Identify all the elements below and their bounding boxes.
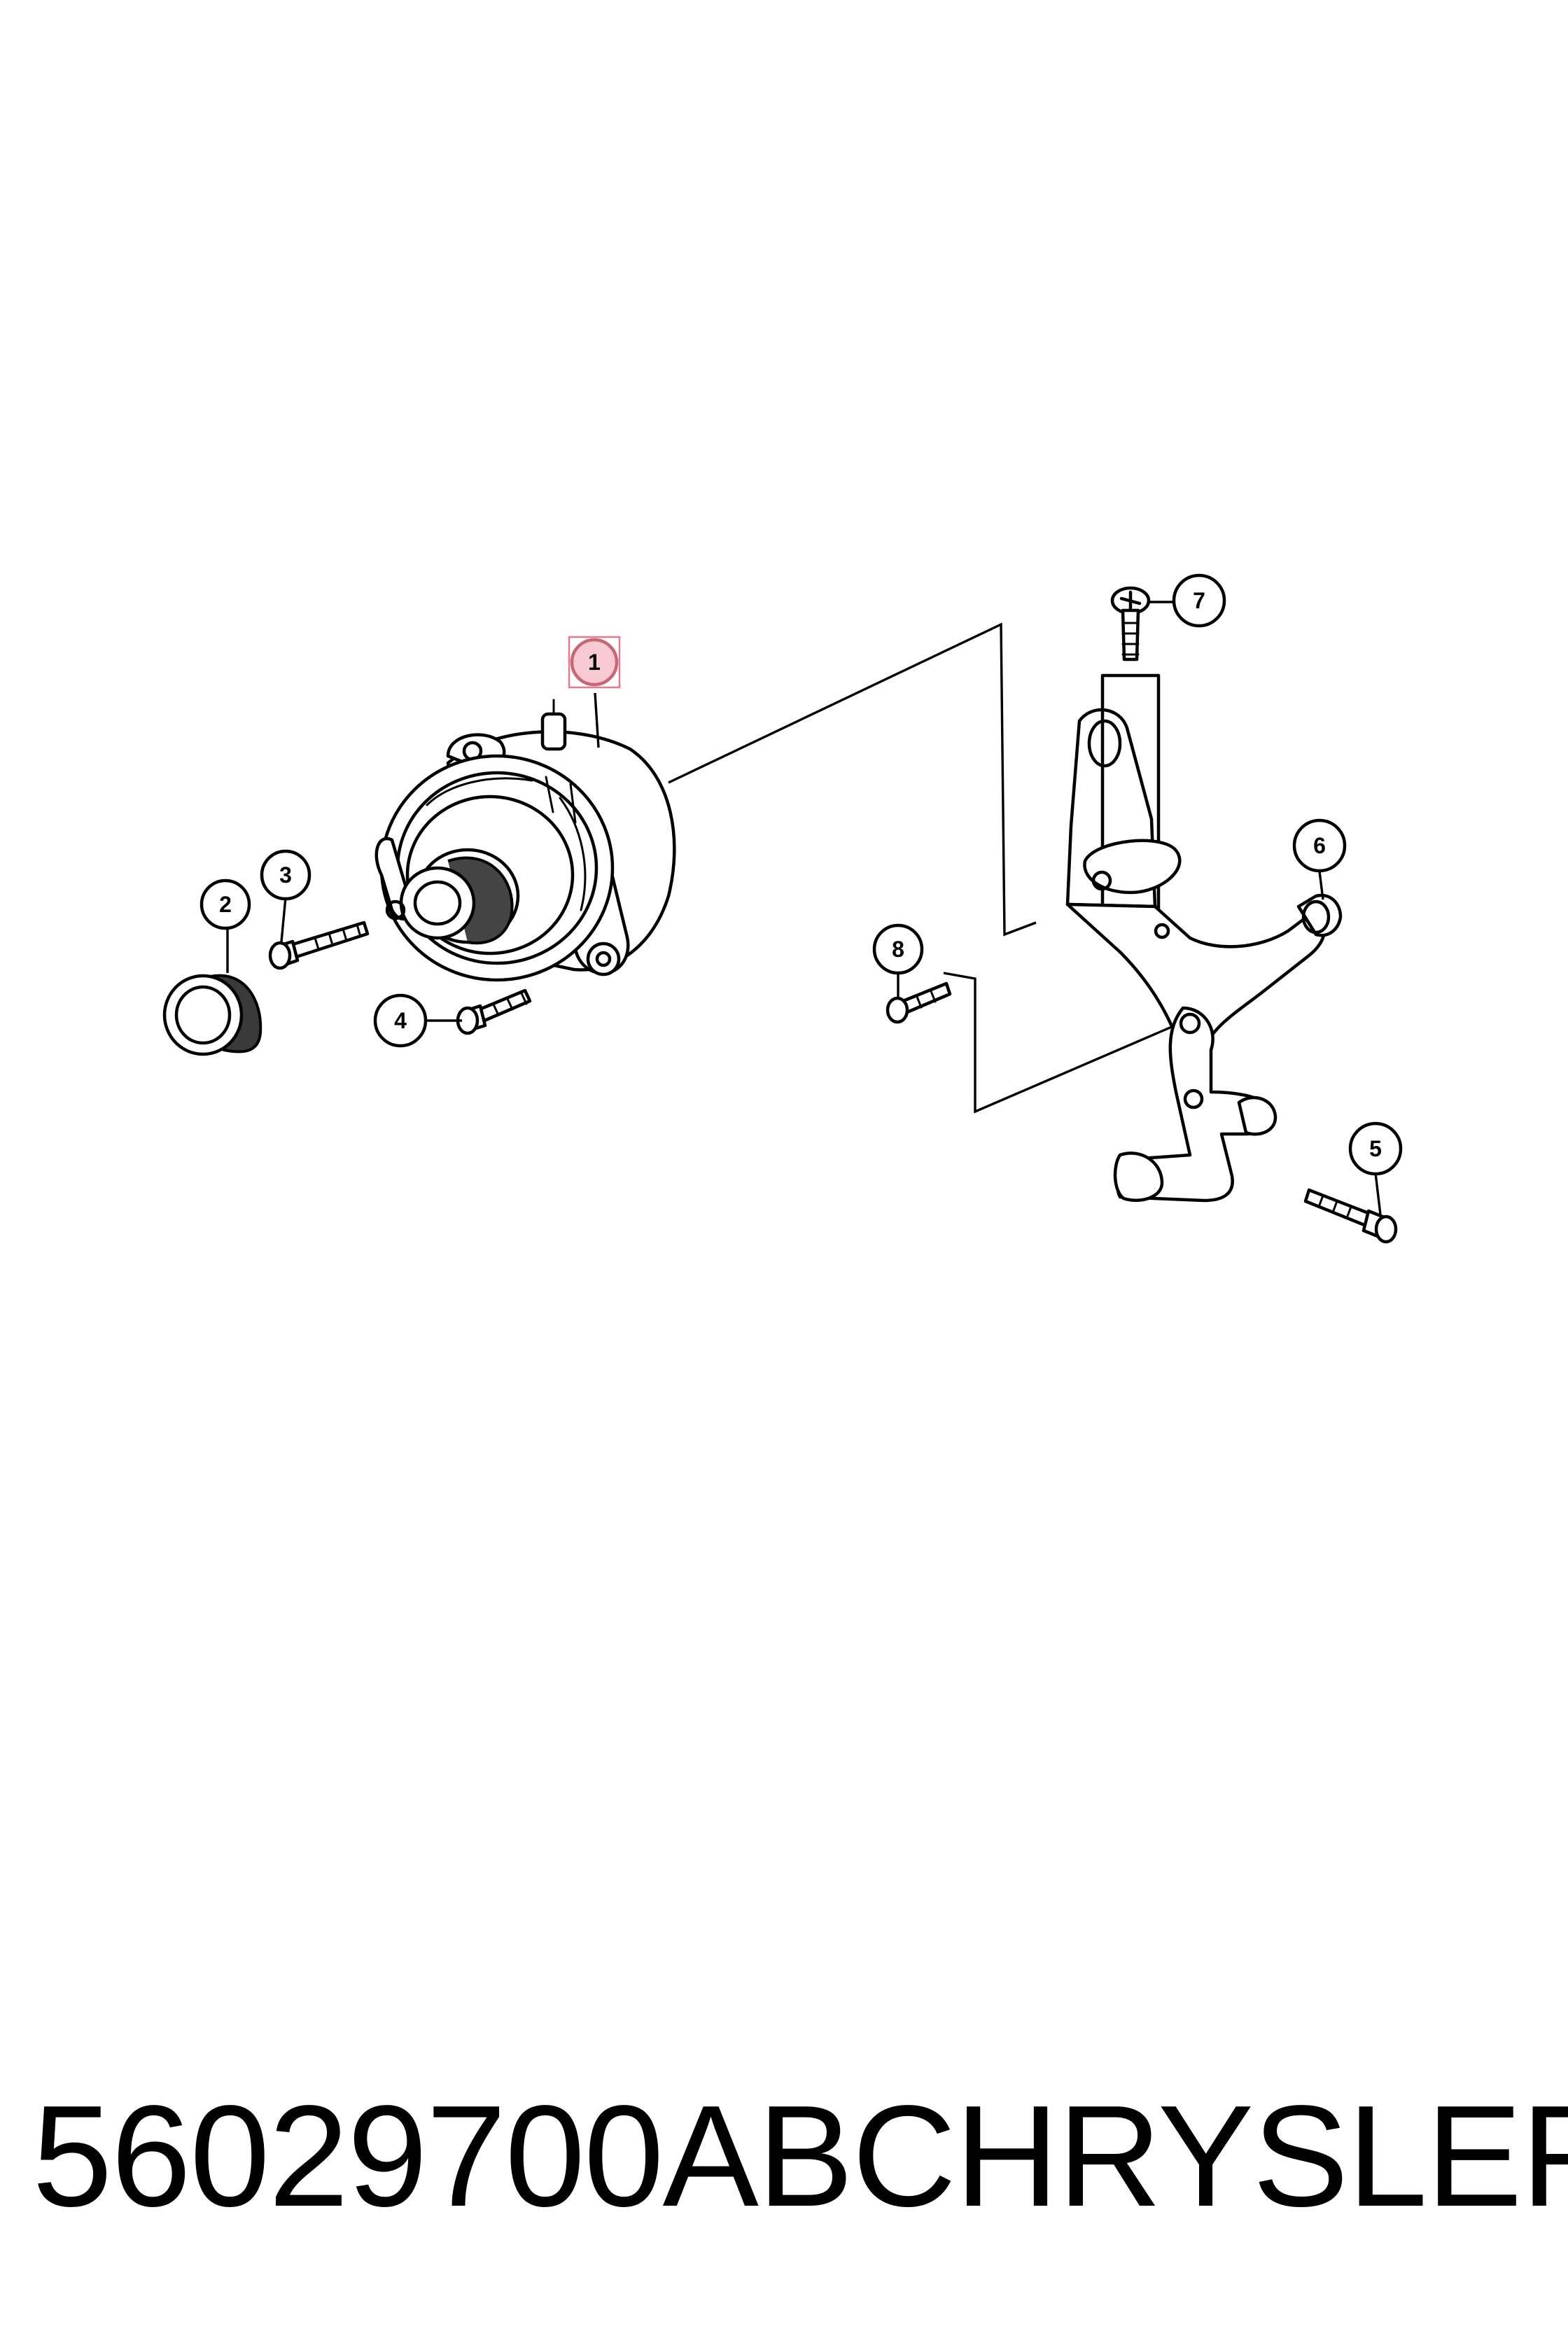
alternator-bracket[interactable] xyxy=(1065,673,1326,1203)
brand-name: CHRYSLER xyxy=(852,2075,1568,2236)
pulley-cap[interactable] xyxy=(162,974,262,1056)
alternator[interactable] xyxy=(374,699,676,982)
svg-text:6: 6 xyxy=(1313,833,1326,858)
svg-text:1: 1 xyxy=(588,650,601,675)
callout-6[interactable]: 6 xyxy=(1292,818,1347,873)
callout-2[interactable]: 2 xyxy=(200,878,251,930)
svg-text:2: 2 xyxy=(219,892,232,917)
callout-3[interactable]: 3 xyxy=(260,849,312,901)
callout-7[interactable]: 7 xyxy=(1172,573,1226,628)
caption: 56029700AB CHRYSLER xyxy=(32,2072,1568,2240)
assembly-connection-lines xyxy=(668,622,1184,1114)
callout-5[interactable]: 5 xyxy=(1348,1121,1403,1176)
bushing[interactable] xyxy=(1296,893,1343,937)
part-number: 56029700AB xyxy=(32,2075,853,2236)
svg-text:4: 4 xyxy=(394,1008,407,1033)
callout-8[interactable]: 8 xyxy=(872,923,924,975)
callout-1[interactable]: 1 xyxy=(568,636,621,689)
svg-text:8: 8 xyxy=(892,937,904,962)
svg-text:3: 3 xyxy=(279,862,292,888)
bolt-3[interactable] xyxy=(268,920,370,970)
callout-leaders xyxy=(226,601,1382,1215)
svg-text:7: 7 xyxy=(1193,588,1205,613)
callout-4[interactable]: 4 xyxy=(373,993,428,1048)
bolt-5[interactable] xyxy=(1303,1188,1398,1244)
bolt-8[interactable] xyxy=(886,981,952,1024)
bolt-4[interactable] xyxy=(456,988,532,1035)
svg-text:5: 5 xyxy=(1369,1136,1382,1161)
bolt-7[interactable] xyxy=(1110,586,1151,662)
